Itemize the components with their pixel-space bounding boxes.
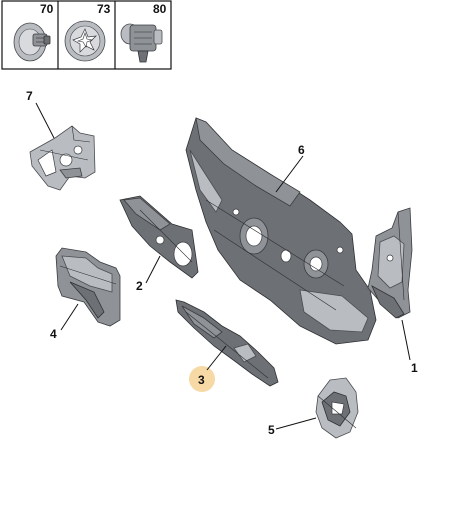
leader-6 xyxy=(275,155,304,193)
fastener-cell-73[interactable]: 73 xyxy=(64,2,111,62)
fastener-box: 70 73 80 xyxy=(1,0,172,70)
callout-labels: 1 2 3 4 5 6 7 xyxy=(26,89,418,437)
part-5-round-insulation-plate[interactable] xyxy=(315,377,359,439)
part-2-bracket-insulation-panel[interactable] xyxy=(119,195,199,279)
callout-4[interactable]: 4 xyxy=(50,327,57,341)
callout-5[interactable]: 5 xyxy=(268,423,275,437)
part-4-corner-insulation-pad[interactable] xyxy=(55,247,121,327)
part-1-side-insulation-panel[interactable] xyxy=(367,207,413,319)
push-clip-icon xyxy=(13,22,51,62)
leader-4 xyxy=(60,303,79,331)
callout-2[interactable]: 2 xyxy=(136,279,143,293)
leader-5 xyxy=(275,417,317,430)
leader-3 xyxy=(206,345,227,371)
leader-1 xyxy=(401,319,411,361)
fastener-label: 73 xyxy=(97,2,111,16)
part-6-bulkhead-insulation-main[interactable] xyxy=(185,117,377,345)
callout-7[interactable]: 7 xyxy=(26,89,33,103)
fastener-cell-80[interactable]: 80 xyxy=(120,2,167,63)
leader-lines xyxy=(35,102,411,430)
fastener-label: 70 xyxy=(40,2,54,16)
star-washer-icon xyxy=(64,20,106,62)
part-3-lower-insulation-strip[interactable] xyxy=(175,299,279,387)
callout-3[interactable]: 3 xyxy=(198,373,205,387)
plastic-clip-icon xyxy=(120,23,163,63)
fastener-cell-70[interactable]: 70 xyxy=(13,2,54,62)
callout-3-highlight xyxy=(189,366,215,392)
leader-7 xyxy=(35,102,55,139)
callout-6[interactable]: 6 xyxy=(298,143,305,157)
leader-2 xyxy=(145,255,161,284)
fastener-label: 80 xyxy=(153,2,167,16)
part-7-upper-bracket-panel[interactable] xyxy=(29,125,96,191)
callout-1[interactable]: 1 xyxy=(411,361,418,375)
